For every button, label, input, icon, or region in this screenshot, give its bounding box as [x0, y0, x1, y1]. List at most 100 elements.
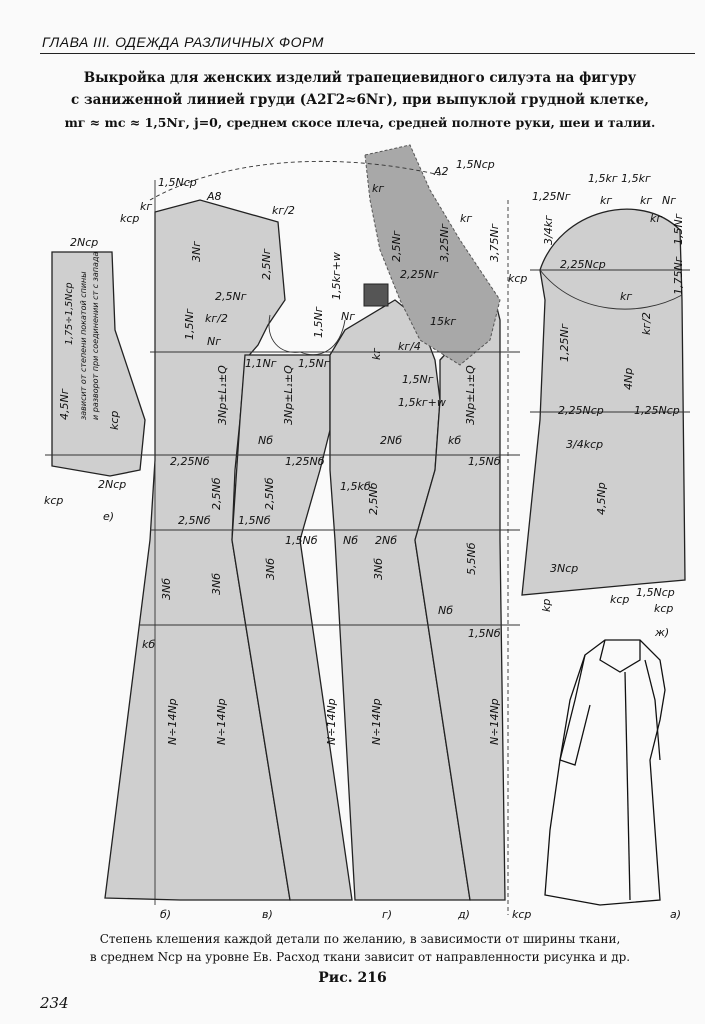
label-375ng: 3,75Nг [488, 223, 501, 262]
label-15nb-right: 1,5Nб [468, 455, 501, 468]
label-n14np-1: N÷14Nр [166, 698, 179, 745]
label-ng-s: Nг [662, 194, 676, 207]
label-175ng: 1,75Nг [672, 256, 685, 295]
figure-label: Рис. 216 [318, 970, 387, 986]
label-25nb-h: 2,5Nб [178, 514, 211, 527]
label-n14np-2: N÷14Nр [215, 698, 228, 745]
label-vert2: и разворот при соединении ст с запада [91, 252, 100, 420]
label-15ncp: 1,5Nср [158, 176, 197, 189]
label-nb: Nб [258, 434, 273, 447]
label-3np-b: 3Nр±L₁±Q [216, 365, 229, 425]
dress-sleeve-left [559, 654, 591, 766]
label-3nb-v: 3Nб [210, 573, 223, 595]
sleeve-cap-curve [539, 269, 683, 310]
armhole-curve-front [299, 319, 346, 356]
label-225ncp2: 2,25Nср [558, 404, 604, 417]
label-11ng: 1,1Nг [245, 357, 277, 370]
caption-line-2: с заниженной линией груди (А2Г2≈6Nг), пр… [71, 92, 649, 108]
label-kg: kг [140, 200, 152, 213]
piece-e-strip [51, 251, 146, 477]
label-3ncp: 3Nср [550, 562, 578, 575]
label-kcp: kср [120, 212, 139, 225]
label-kg2-s: kг/2 [640, 312, 653, 335]
label-3np-d: 3Nр±L₁±Q [464, 365, 477, 425]
label-125ngs: 1,25Nг [532, 190, 571, 203]
label-25nb-g: 2,5Nб [367, 482, 380, 515]
dress-buttons-line [624, 671, 631, 901]
label-n14np-5: N÷14Nр [488, 698, 501, 745]
label-125nb: 1,25Nб [285, 455, 325, 468]
label-2nb: 2Nб [380, 434, 402, 447]
label-15ng-v: 1,5Nг [183, 308, 196, 340]
label-vert1: зависит от степени покатой спины [79, 271, 88, 420]
label-kg-s4: kг [620, 290, 632, 303]
chapter-header: ГЛАВА III. ОДЕЖДА РАЗЛИЧНЫХ ФОРМ [42, 34, 324, 50]
label-34kcp: 3/4kср [566, 438, 603, 451]
label-45np: 4,5Nр [595, 482, 608, 515]
dress-illustration [544, 639, 666, 906]
label-15ng-f: 1,5Nг [402, 373, 434, 386]
label-zh: ж) [654, 626, 669, 639]
label-55nb: 5,5Nб [465, 542, 478, 575]
label-4np: 4Nр [622, 368, 635, 390]
label-kcp-e: kср [108, 411, 121, 430]
note-line-1: Степень клешения каждой детали по желани… [99, 932, 621, 946]
label-kcp-bottom: kср [512, 908, 531, 921]
pattern-pieces [51, 199, 686, 901]
label-kb-left: kб [142, 638, 155, 651]
label-2ncp: 2Nср [70, 236, 98, 249]
label-kg-s3: kг [650, 212, 662, 225]
dress-collar [599, 639, 641, 673]
label-3nb-g: 3Nб [264, 558, 277, 580]
dark-square [363, 283, 389, 307]
label-kb: kб [448, 434, 461, 447]
label-kcp-right: kср [508, 272, 527, 285]
label-15kg: 15kг [430, 315, 456, 328]
header-rule [40, 53, 695, 54]
label-kg4: kг/4 [398, 340, 421, 353]
armhole-curve-back [268, 314, 301, 353]
label-2nb-m: 2Nб [375, 534, 397, 547]
label-15ng-s: 1,5Nг [672, 213, 685, 245]
label-kg2: kг/2 [272, 204, 295, 217]
label-n14np-3: N÷14Nр [325, 698, 338, 745]
label-a2: А2 [433, 165, 449, 178]
label-34kg: 3/4kг [542, 215, 555, 245]
label-kg-right: kг [460, 212, 472, 225]
label-kg-top: kг [372, 182, 384, 195]
construction-lines [45, 160, 690, 915]
dress-outline [544, 639, 666, 906]
label-225ng: 2,25Nг [400, 268, 439, 281]
yoke-pieces [364, 144, 501, 366]
label-e: е) [103, 510, 114, 523]
note-line-2: в среднем Nср на уровне Ев. Расход ткани… [89, 950, 631, 964]
label-kg-mid: kг [370, 348, 383, 360]
label-15kgkg: 1,5kг 1,5kг [588, 172, 651, 185]
label-25nb-b: 2,5Nб [210, 477, 223, 510]
label-15kgw-top: 1,5kг+w [330, 252, 343, 300]
label-25ng: 2,5Nг [260, 248, 273, 280]
label-piece-a: а) [670, 908, 681, 921]
label-kcp-e2: kср [44, 494, 63, 507]
label-kcp-s2: kср [654, 602, 673, 615]
label-2ncp-e: 2Nср [98, 478, 126, 491]
label-a8: А8 [206, 190, 222, 203]
label-15kgw: 1,5kг+w [398, 396, 446, 409]
label-kp: kр [540, 599, 553, 612]
caption-line-1: Выкройка для женских изделий трапециевид… [83, 70, 637, 86]
label-piece-b: б) [160, 908, 171, 921]
label-ng-b: Nг [341, 310, 355, 323]
label-15kb: 1,5kб [340, 480, 371, 493]
label-nb-lower: Nб [438, 604, 453, 617]
label-3ng: 3Nг [190, 241, 203, 262]
label-3np-v: 3Nр±L₁±Q [282, 365, 295, 425]
label-15nb-m: 1,5Nб [285, 534, 318, 547]
label-kg-s1: kг [600, 194, 612, 207]
label-kg-s2: kг [640, 194, 652, 207]
label-125ncp: 1,25Nср [634, 404, 680, 417]
label-25ng-h: 2,5Nг [215, 290, 247, 303]
label-325ng: 3,25Nг [438, 223, 451, 262]
label-225ncp: 2,25Nср [560, 258, 606, 271]
label-15ng-c: 1,5Nг [312, 306, 325, 338]
